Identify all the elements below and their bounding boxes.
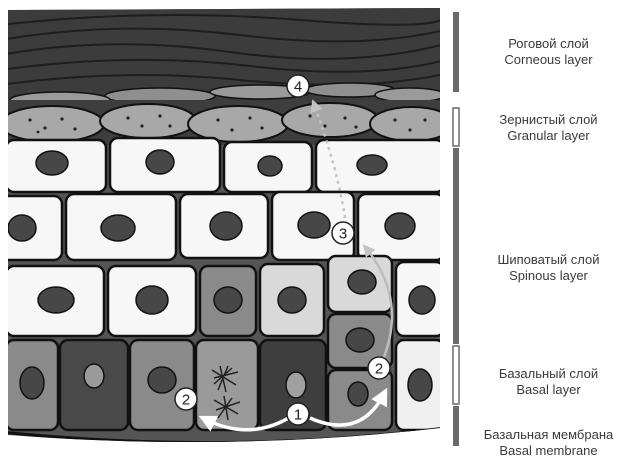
step-2-left-label: 2 bbox=[182, 392, 190, 409]
label-corneous-layer: Роговой слой Corneous layer bbox=[462, 36, 635, 68]
step-1-label: 1 bbox=[294, 407, 302, 424]
step-2-left-marker: 2 bbox=[175, 388, 197, 410]
label-membrane-en: Basal membrane bbox=[462, 443, 635, 459]
step-4-label: 4 bbox=[294, 79, 302, 96]
label-spinous-layer: Шиповатый слой Spinous layer bbox=[462, 252, 635, 284]
label-basal-layer: Базальный слой Basal layer bbox=[462, 366, 635, 398]
label-granular-ru: Зернистый слой bbox=[462, 112, 635, 128]
step-2-right-label: 2 bbox=[375, 361, 383, 378]
step-2-right-marker: 2 bbox=[368, 357, 390, 379]
label-basal-ru: Базальный слой bbox=[462, 366, 635, 382]
step-3-marker: 3 bbox=[332, 222, 354, 244]
label-granular-layer: Зернистый слой Granular layer bbox=[462, 112, 635, 144]
label-basal-membrane: Базальная мембрана Basal membrane bbox=[462, 427, 635, 459]
step-1-marker: 1 bbox=[287, 403, 309, 425]
stratum-corneum bbox=[0, 0, 445, 110]
label-membrane-ru: Базальная мембрана bbox=[462, 427, 635, 443]
label-spinous-en: Spinous layer bbox=[462, 268, 635, 284]
granular-layer bbox=[0, 100, 454, 145]
label-granular-en: Granular layer bbox=[462, 128, 635, 144]
label-basal-en: Basal layer bbox=[462, 382, 635, 398]
label-spinous-ru: Шиповатый слой bbox=[462, 252, 635, 268]
layer-scale-bars bbox=[453, 12, 459, 446]
step-3-label: 3 bbox=[339, 226, 347, 243]
label-corneous-ru: Роговой слой bbox=[462, 36, 635, 52]
step-4-marker: 4 bbox=[287, 75, 309, 97]
label-corneous-en: Corneous layer bbox=[462, 52, 635, 68]
